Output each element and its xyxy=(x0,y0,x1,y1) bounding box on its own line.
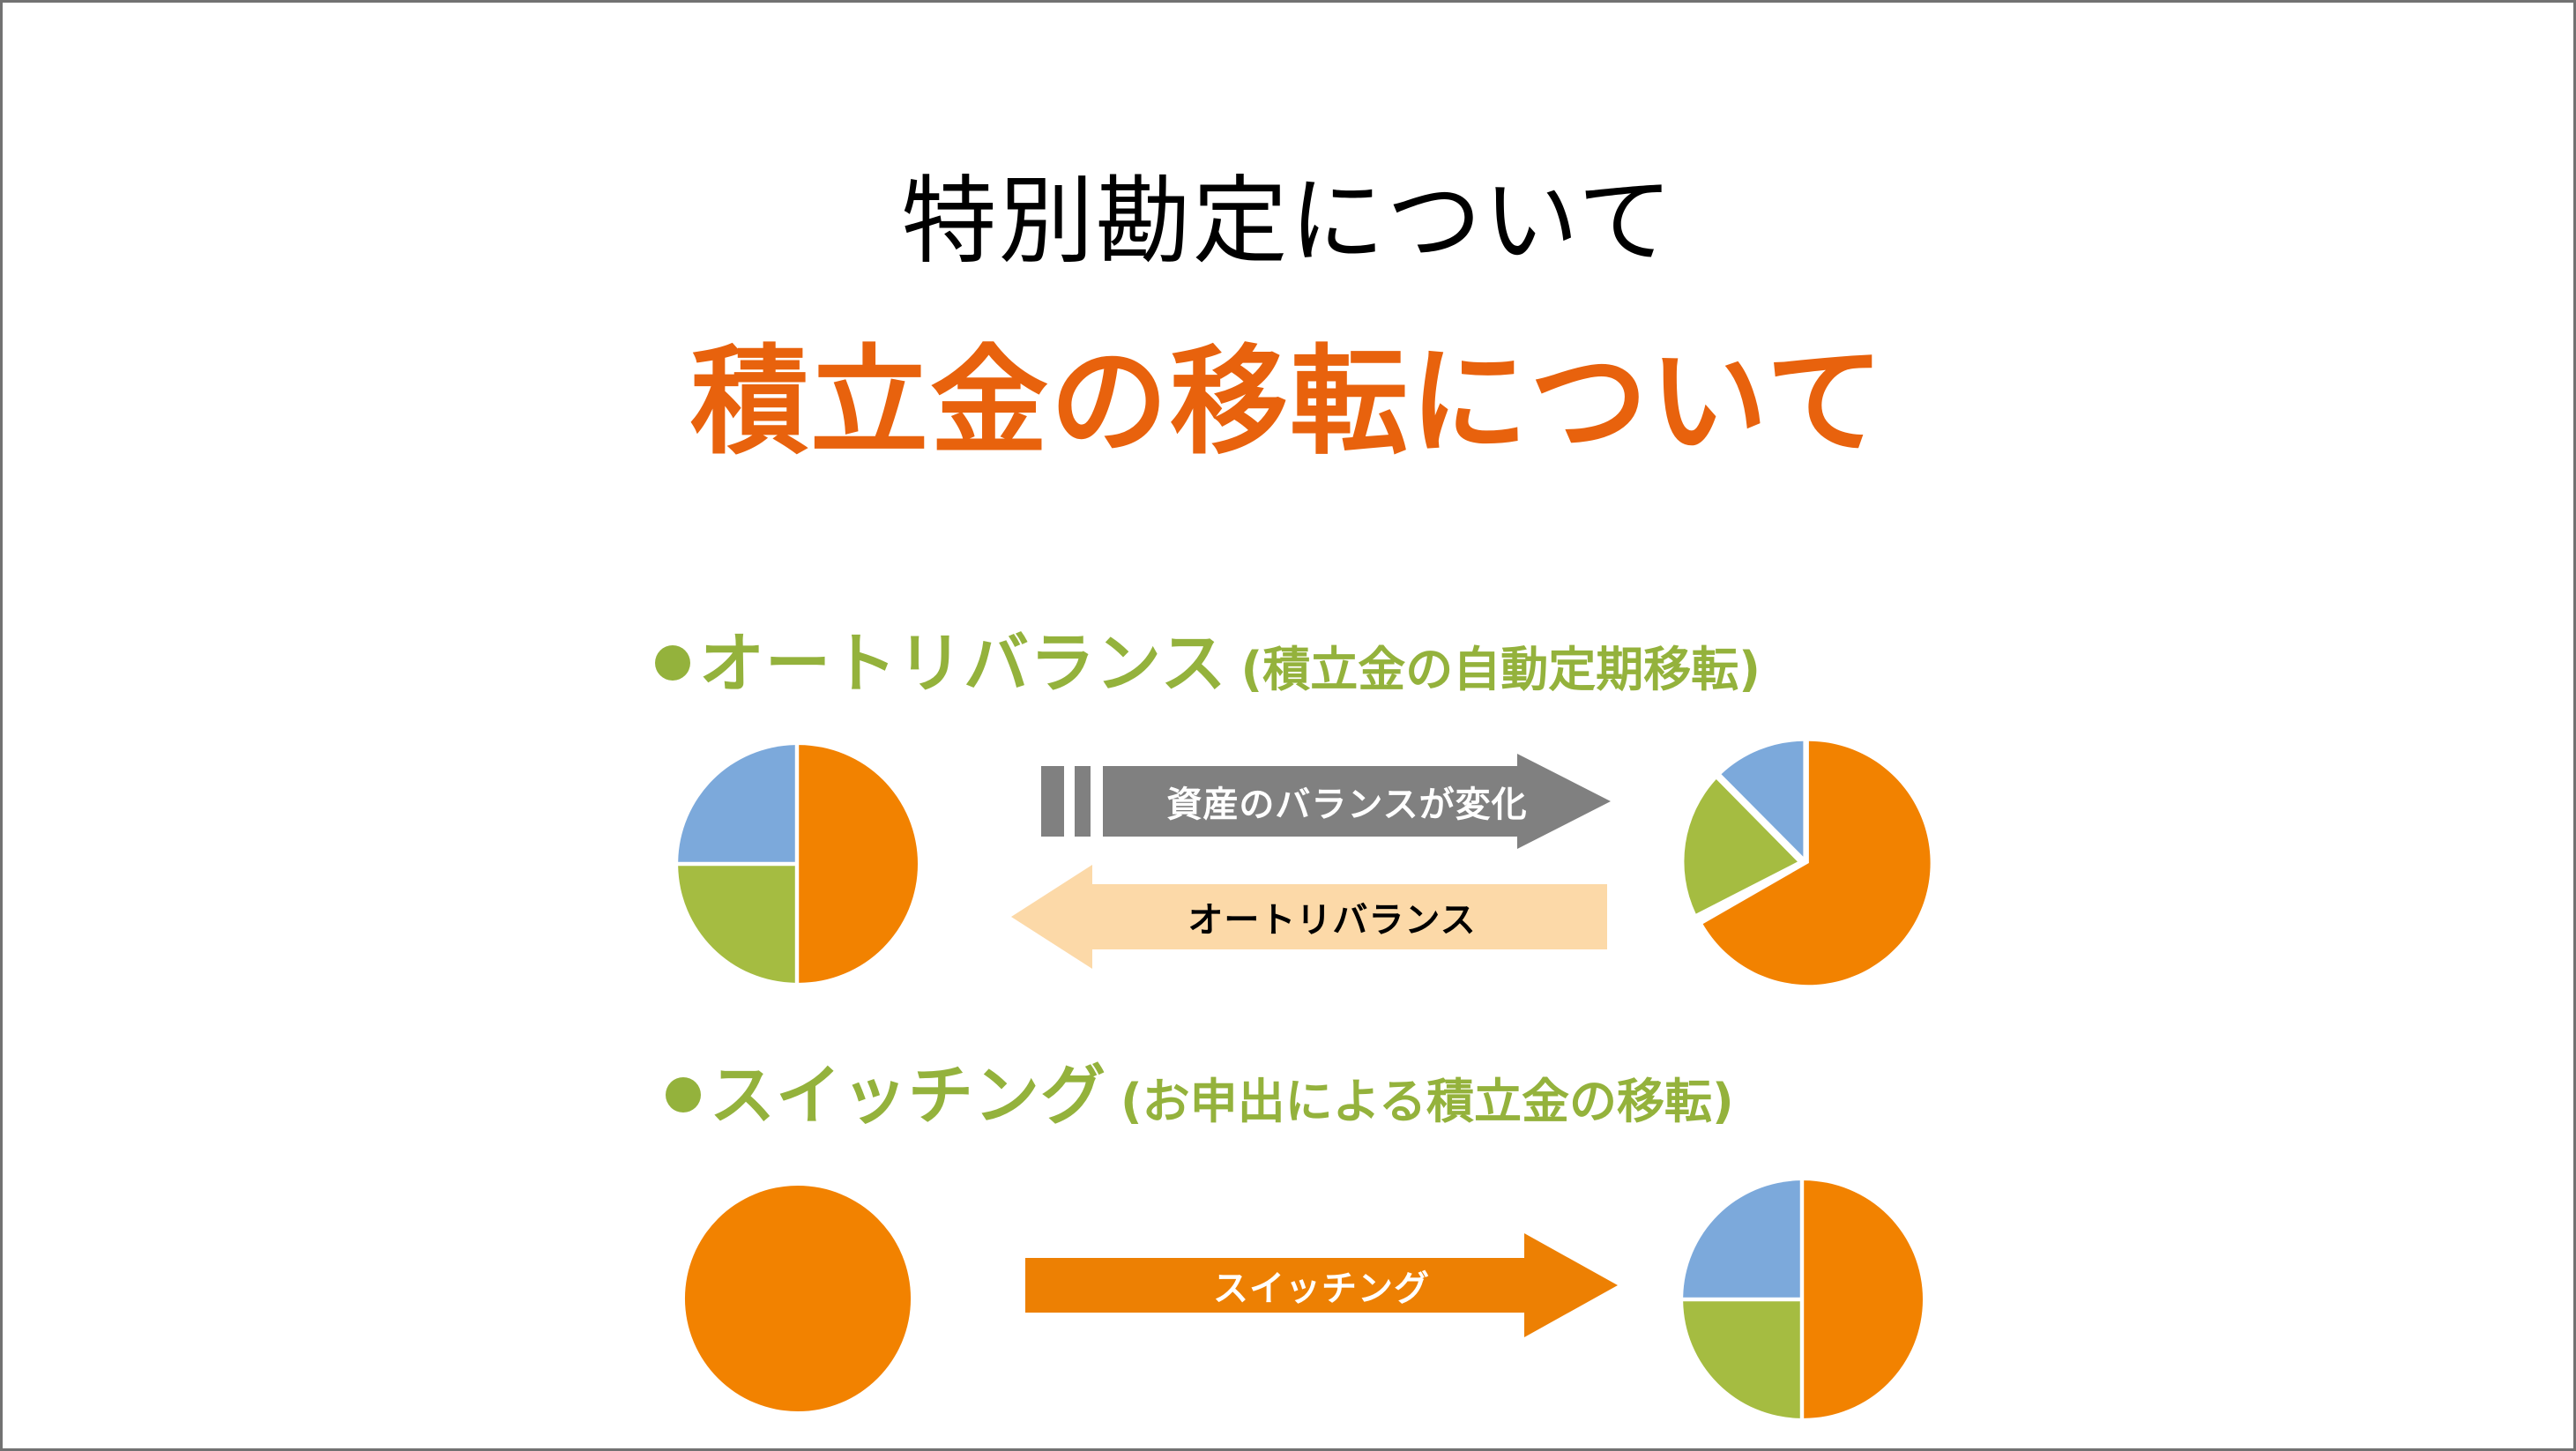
arrow-tail-dash-2 xyxy=(1075,766,1091,837)
page-title-subtitle: 特別勘定について xyxy=(901,167,1675,277)
pie-chart-autorebalance-before xyxy=(674,741,919,986)
pie-chart-autorebalance-after xyxy=(1679,736,1933,990)
section-heading-switching-main: スイッチング xyxy=(710,1058,1106,1134)
arrow-switching: スイッチング xyxy=(1025,1233,1618,1337)
bullet-circle-icon xyxy=(655,645,690,681)
page-title: 積立金の移転について xyxy=(690,333,1886,471)
section-heading-switching: スイッチング (お申出による積立金の移転) xyxy=(666,1043,1734,1137)
bullet-circle-icon xyxy=(666,1077,701,1112)
section-heading-switching-sub: (お申出による積立金の移転) xyxy=(1120,1074,1734,1129)
arrow-balance-change: 資産のバランスが変化 xyxy=(1041,754,1611,849)
pie-chart-switching-after xyxy=(1679,1177,1925,1422)
section-heading-autorebalance: オートリバランス (積立金の自動定期移転) xyxy=(655,611,1761,705)
section-heading-autorebalance-main: オートリバランス xyxy=(699,626,1227,702)
pie-chart-switching-before xyxy=(681,1182,914,1415)
arrow-body-right xyxy=(1025,1233,1618,1337)
arrow-autorebalance: オートリバランス xyxy=(1011,865,1607,969)
arrow-body-left xyxy=(1011,865,1607,969)
arrow-tail-dash-1 xyxy=(1041,766,1064,837)
arrow-body-right xyxy=(1103,754,1611,849)
section-heading-autorebalance-sub: (積立金の自動定期移転) xyxy=(1240,642,1761,697)
